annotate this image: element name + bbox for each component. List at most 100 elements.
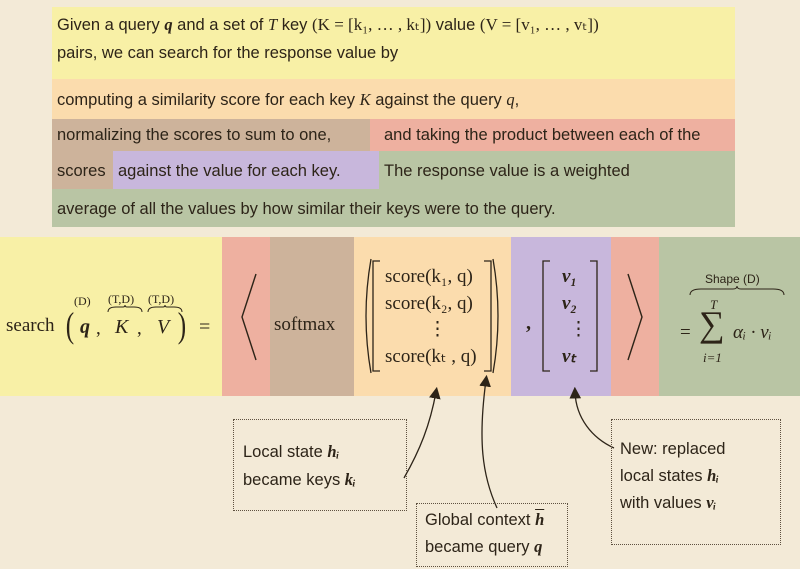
- close-paren: ): [177, 305, 187, 345]
- callout-local-state: [233, 419, 407, 511]
- sum-symbol: ∑: [699, 304, 725, 344]
- query-symbol: q: [164, 15, 173, 34]
- text-average: average of all the values by how similar…: [57, 200, 556, 218]
- callout-new-values: [611, 419, 781, 545]
- text-against-value: against the value for each key.: [118, 162, 341, 180]
- became-keys-text: became keys: [243, 471, 345, 489]
- para-line-3: computing a similarity score for each ke…: [57, 90, 519, 110]
- scores-bg: [52, 151, 113, 191]
- equals-sign: =: [199, 316, 211, 338]
- eq-tan-bg: [270, 237, 354, 396]
- local-k-symbol: kᵢ: [344, 470, 356, 489]
- callout-new-line2: local states hᵢ: [620, 466, 719, 486]
- callout-local-line1: Local state hᵢ: [243, 442, 339, 462]
- global-context-text: Global context: [425, 511, 536, 529]
- arg-comma-2: ,: [137, 318, 142, 339]
- eq-salmon-right-bg: [611, 237, 659, 396]
- query-arg: q: [80, 316, 90, 338]
- q-shape: (D): [74, 294, 91, 308]
- score-paren-right: [492, 258, 499, 374]
- eq-peach-bg: [354, 237, 511, 396]
- left-angle-bracket: [241, 273, 257, 361]
- callout-global-line1: Global context h: [425, 510, 544, 530]
- global-q-symbol: q: [534, 537, 543, 556]
- text-normalizing: normalizing the scores to sum to one,: [57, 126, 332, 144]
- product-bg: [370, 119, 735, 151]
- search-label: search: [6, 315, 55, 336]
- score-bracket-right: [484, 260, 492, 372]
- sum-overbrace: [689, 286, 785, 296]
- score-vdots: ⋮: [428, 319, 447, 340]
- para-line-2: pairs, we can search for the response va…: [57, 44, 399, 62]
- text-scores: scores: [57, 162, 106, 180]
- softmax-label: softmax: [274, 314, 336, 335]
- callout-global-line2: became query q: [425, 537, 542, 557]
- local-states-text: local states: [620, 467, 708, 485]
- sum-bottom: i=1: [703, 350, 722, 365]
- value-bracket-right: [590, 260, 598, 372]
- q-symbol: q: [506, 90, 515, 109]
- new-v-symbol: vᵢ: [706, 493, 717, 512]
- text-set: and a set of: [172, 16, 268, 34]
- summand: αᵢ · vᵢ: [733, 322, 772, 343]
- T-symbol: T: [267, 15, 278, 34]
- callout-local-line2: became keys kᵢ: [243, 470, 356, 490]
- arrow-values: [569, 386, 615, 449]
- score-bracket-left: [372, 260, 380, 372]
- shape-label: Shape (D): [705, 272, 760, 286]
- K-symbol: K: [359, 90, 371, 109]
- text-given: Given a query: [57, 16, 165, 34]
- para-line-3-bg: [52, 79, 735, 119]
- callout-global-context: [416, 503, 568, 567]
- v-shape: (T,D): [148, 292, 175, 306]
- value-row-2: v₂: [562, 293, 578, 314]
- weighted-bg: [379, 151, 735, 191]
- average-bg: [52, 189, 735, 227]
- open-paren: (: [65, 305, 75, 345]
- comma: ,: [514, 91, 520, 109]
- with-values-text: with values: [620, 494, 707, 512]
- v-overbrace: [147, 305, 183, 313]
- k-overbrace: [107, 305, 143, 313]
- value-row-T: vₜ: [562, 346, 577, 367]
- normalize-bg: [52, 119, 370, 151]
- eq-yellow-bg: [0, 237, 222, 396]
- text-computing: computing a similarity score for each ke…: [57, 91, 360, 109]
- text-against: against the query: [370, 91, 507, 109]
- keyset-expr: (K = [k₁, … , kₜ]): [312, 15, 432, 34]
- sum-top: T: [710, 297, 718, 312]
- arrow-query: [479, 374, 498, 509]
- value-bg: [113, 151, 379, 189]
- callout-new-line1: New: replaced: [620, 440, 726, 458]
- text-key: key: [277, 16, 313, 34]
- value-bracket-left: [542, 260, 550, 372]
- local-state-text: Local state: [243, 443, 328, 461]
- k-shape: (T,D): [108, 292, 135, 306]
- value-row-1: v₁: [562, 266, 578, 287]
- arg-comma-1: ,: [96, 318, 101, 339]
- values-arg: V: [157, 316, 170, 338]
- text-value: value: [431, 16, 480, 34]
- eq-salmon-left-bg: [222, 237, 270, 396]
- global-h-symbol: h: [535, 510, 545, 529]
- equals-sign-2: =: [680, 322, 691, 343]
- callout-new-line3: with values vᵢ: [620, 493, 716, 513]
- text-product: and taking the product between each of t…: [384, 126, 701, 144]
- eq-lav-bg: [511, 237, 611, 396]
- matrix-comma: ,: [526, 312, 531, 334]
- local-h-symbol: hᵢ: [327, 442, 340, 461]
- keys-arg: K: [115, 316, 129, 338]
- score-row-T: score(kₜ , q): [385, 346, 477, 367]
- new-h-symbol: hᵢ: [707, 466, 720, 485]
- score-paren-left: [365, 258, 372, 374]
- para-line-1-2-bg: [52, 7, 735, 79]
- eq-sage-bg: [659, 237, 800, 396]
- text-weighted: The response value is a weighted: [384, 162, 630, 180]
- score-row-1: score(k₁, q): [385, 266, 473, 287]
- valset-expr: (V = [v₁, … , vₜ]): [479, 15, 599, 34]
- became-query-text: became query: [425, 538, 535, 556]
- value-vdots: ⋮: [569, 319, 588, 340]
- arrow-keys: [403, 386, 441, 479]
- para-line-1: Given a query q and a set of T key (K = …: [57, 15, 599, 35]
- right-angle-bracket: [627, 273, 643, 361]
